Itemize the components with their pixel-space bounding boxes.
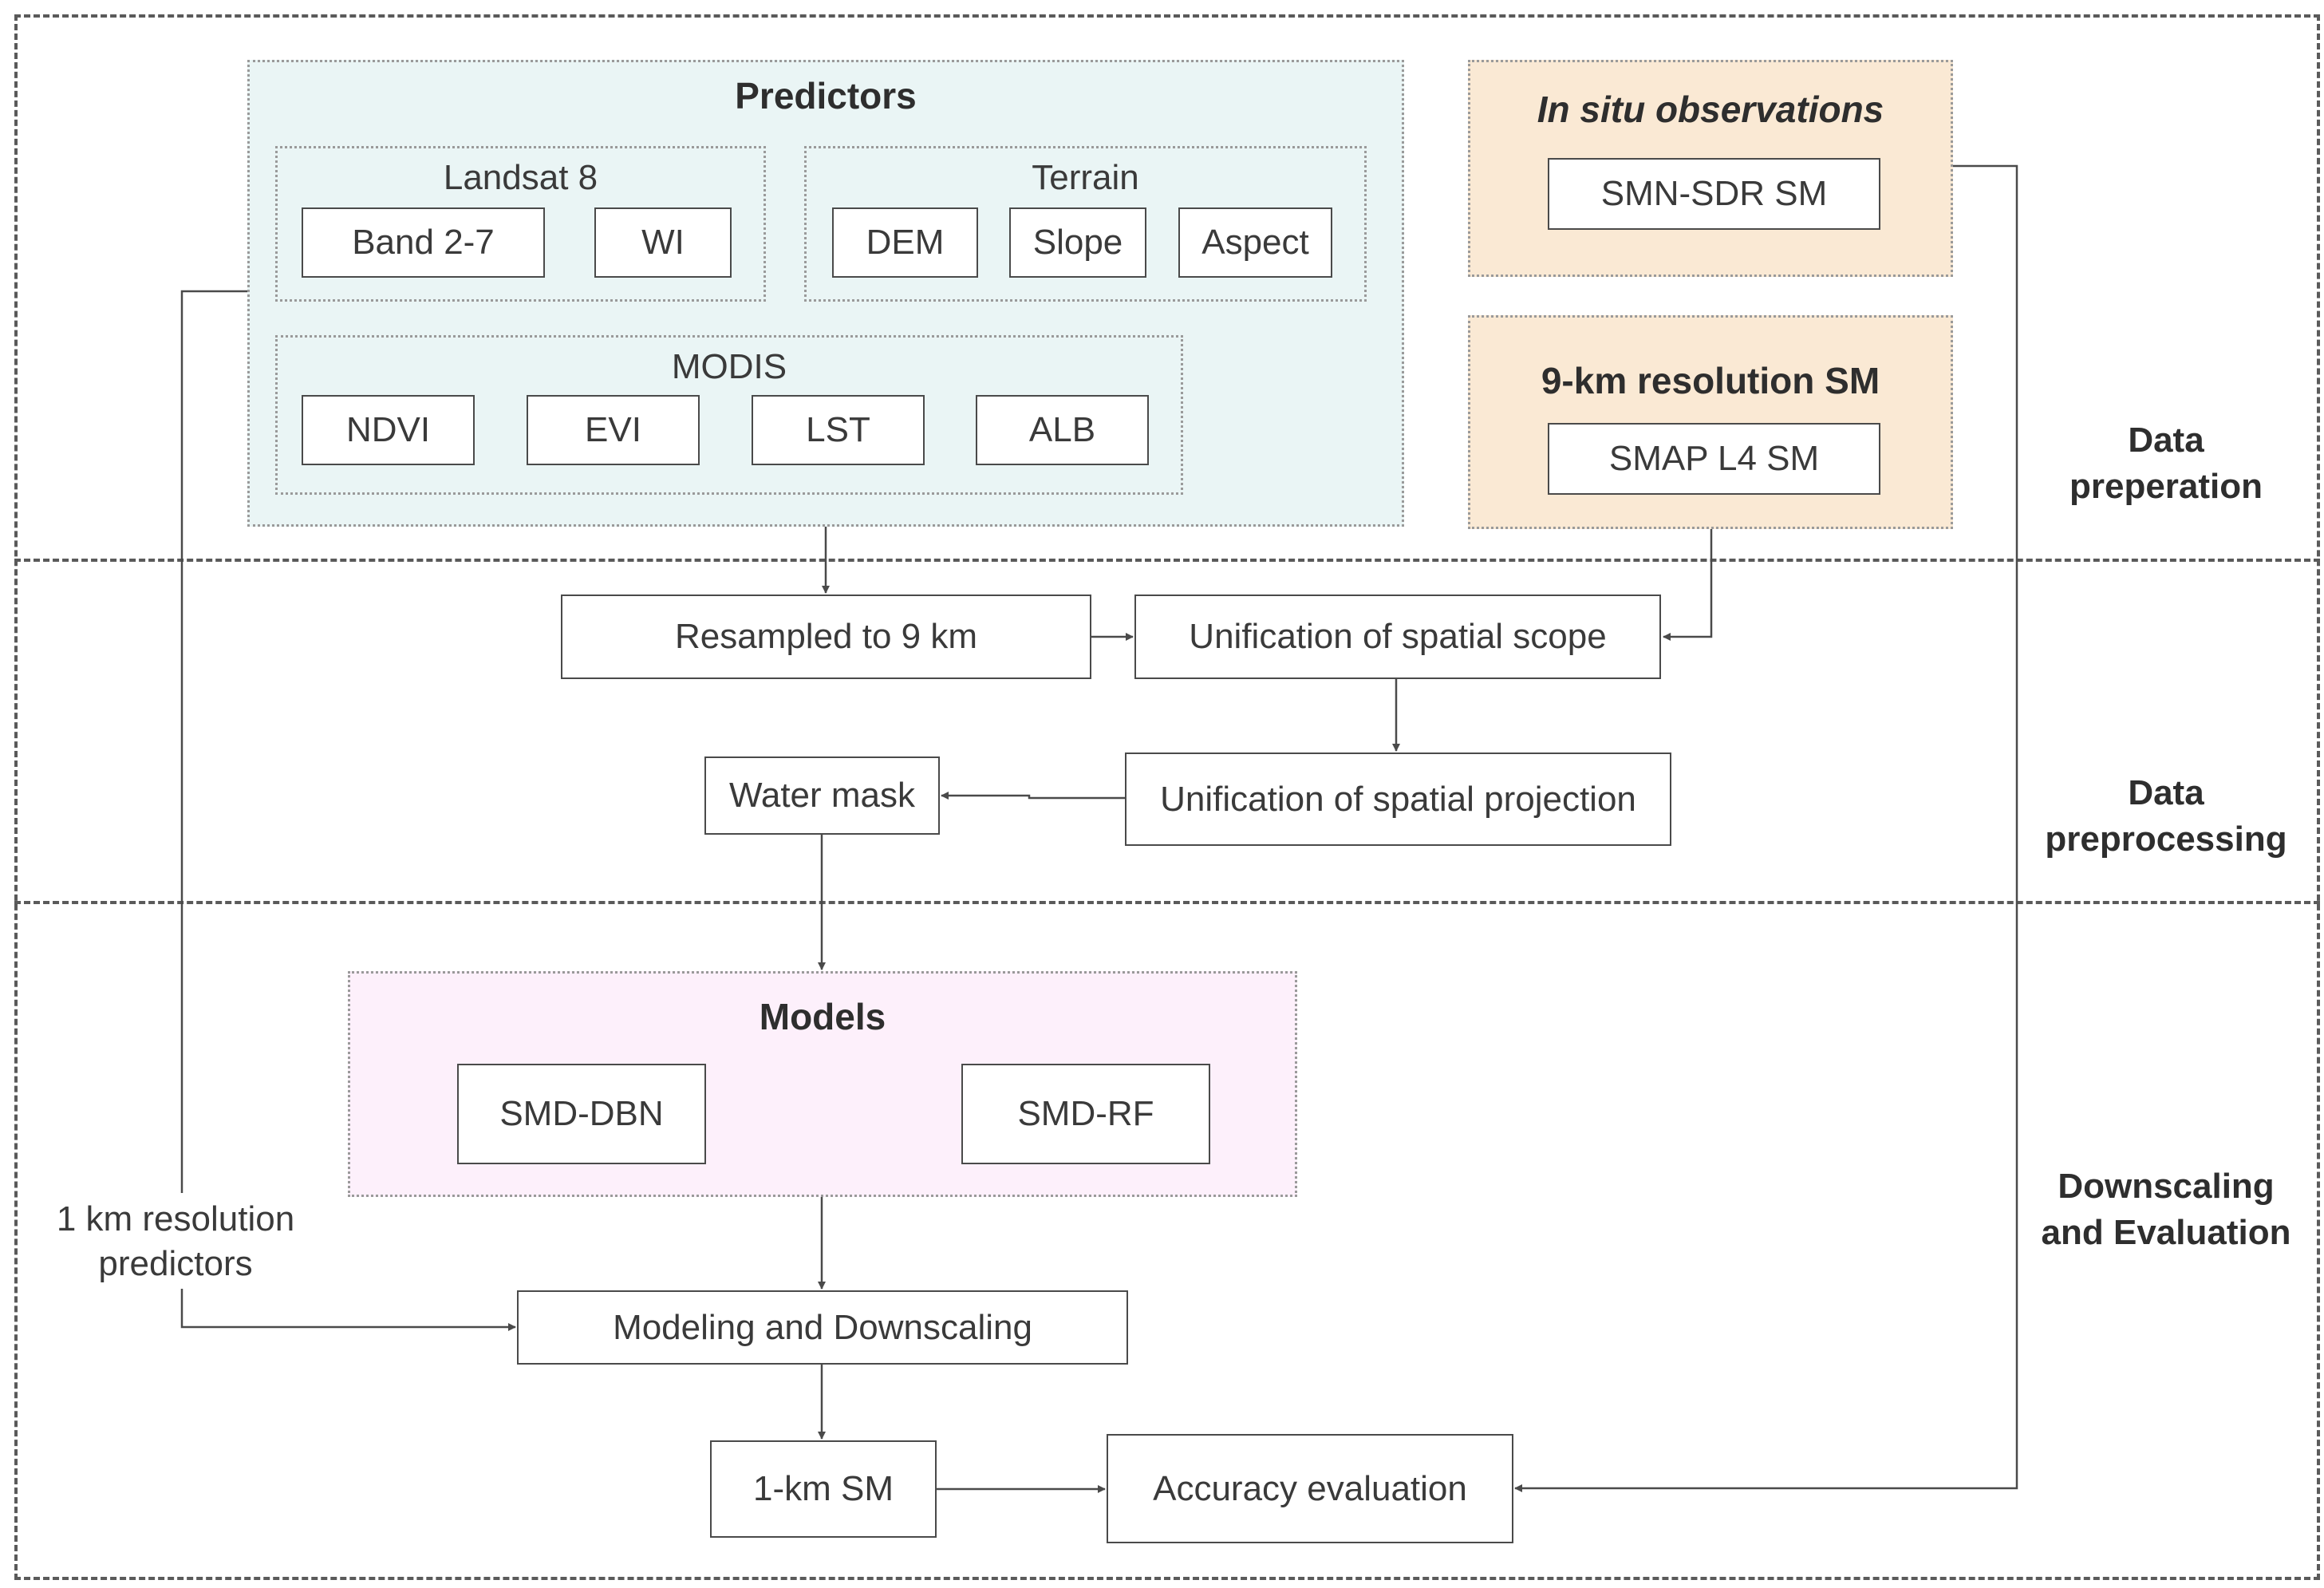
smn-sdr-sm-box: SMN-SDR SM (1548, 158, 1880, 230)
stage-label-downscaling: Downscaling and Evaluation (2002, 1163, 2324, 1256)
stage-label-line-2: preprocessing (2045, 820, 2287, 859)
stage-label-line-1: Data (2128, 421, 2204, 460)
smap-l4-sm-box: SMAP L4 SM (1548, 423, 1880, 495)
smd-dbn-box: SMD-DBN (457, 1064, 706, 1164)
side-note-line-1: 1 km resolution (56, 1199, 295, 1238)
alb-box: ALB (976, 395, 1149, 465)
smd-rf-box: SMD-RF (961, 1064, 1210, 1164)
wi-box: WI (594, 207, 732, 278)
spatial-scope-box: Unification of spatial scope (1134, 595, 1661, 679)
landsat-title: Landsat 8 (443, 158, 598, 197)
in-situ-title: In situ observations (1537, 89, 1884, 130)
predictors-title: Predictors (735, 75, 917, 117)
slope-box: Slope (1009, 207, 1146, 278)
coarse-sm-title: 9-km resolution SM (1541, 360, 1880, 401)
lst-box: LST (752, 395, 925, 465)
resample-box: Resampled to 9 km (561, 595, 1091, 679)
outer-frame (14, 14, 2320, 1580)
landsat-subgroup (275, 146, 766, 302)
stage-label-line-1: Data (2128, 773, 2204, 812)
modis-title: MODIS (671, 347, 787, 386)
stage-separator-2 (14, 901, 2320, 904)
terrain-title: Terrain (1032, 158, 1139, 197)
sm-1km-box: 1-km SM (710, 1440, 937, 1538)
water-mask-box: Water mask (704, 756, 940, 835)
stage-label-line-1: Downscaling (2058, 1167, 2275, 1206)
modeling-downscaling-box: Modeling and Downscaling (517, 1290, 1128, 1365)
connector-smap-to-scope (1663, 529, 1713, 641)
models-title: Models (759, 996, 886, 1037)
aspect-box: Aspect (1178, 207, 1332, 278)
connector-projection-to-water-mask (941, 792, 1125, 800)
connector-predictors-to-modeling (180, 290, 247, 1193)
stage-separator-1 (14, 559, 2320, 562)
terrain-subgroup (804, 146, 1367, 302)
spatial-projection-box: Unification of spatial projection (1125, 753, 1671, 846)
side-note-1km-predictors: 1 km resolution predictors (24, 1197, 327, 1286)
stage-label-data-preparation: Data preperation (2018, 417, 2314, 510)
connector-in-situ-to-accuracy (1514, 164, 2018, 1492)
ndvi-box: NDVI (302, 395, 475, 465)
side-note-line-2: predictors (98, 1244, 253, 1283)
stage-label-line-2: and Evaluation (2041, 1213, 2291, 1252)
dem-box: DEM (832, 207, 978, 278)
connector-predictors-to-modeling-lower (180, 1289, 516, 1331)
evi-box: EVI (527, 395, 700, 465)
modis-subgroup (275, 335, 1183, 495)
accuracy-evaluation-box: Accuracy evaluation (1107, 1434, 1513, 1543)
band-2-7-box: Band 2-7 (302, 207, 545, 278)
stage-label-line-2: preperation (2069, 467, 2263, 506)
stage-label-data-preprocessing: Data preprocessing (2018, 770, 2314, 863)
